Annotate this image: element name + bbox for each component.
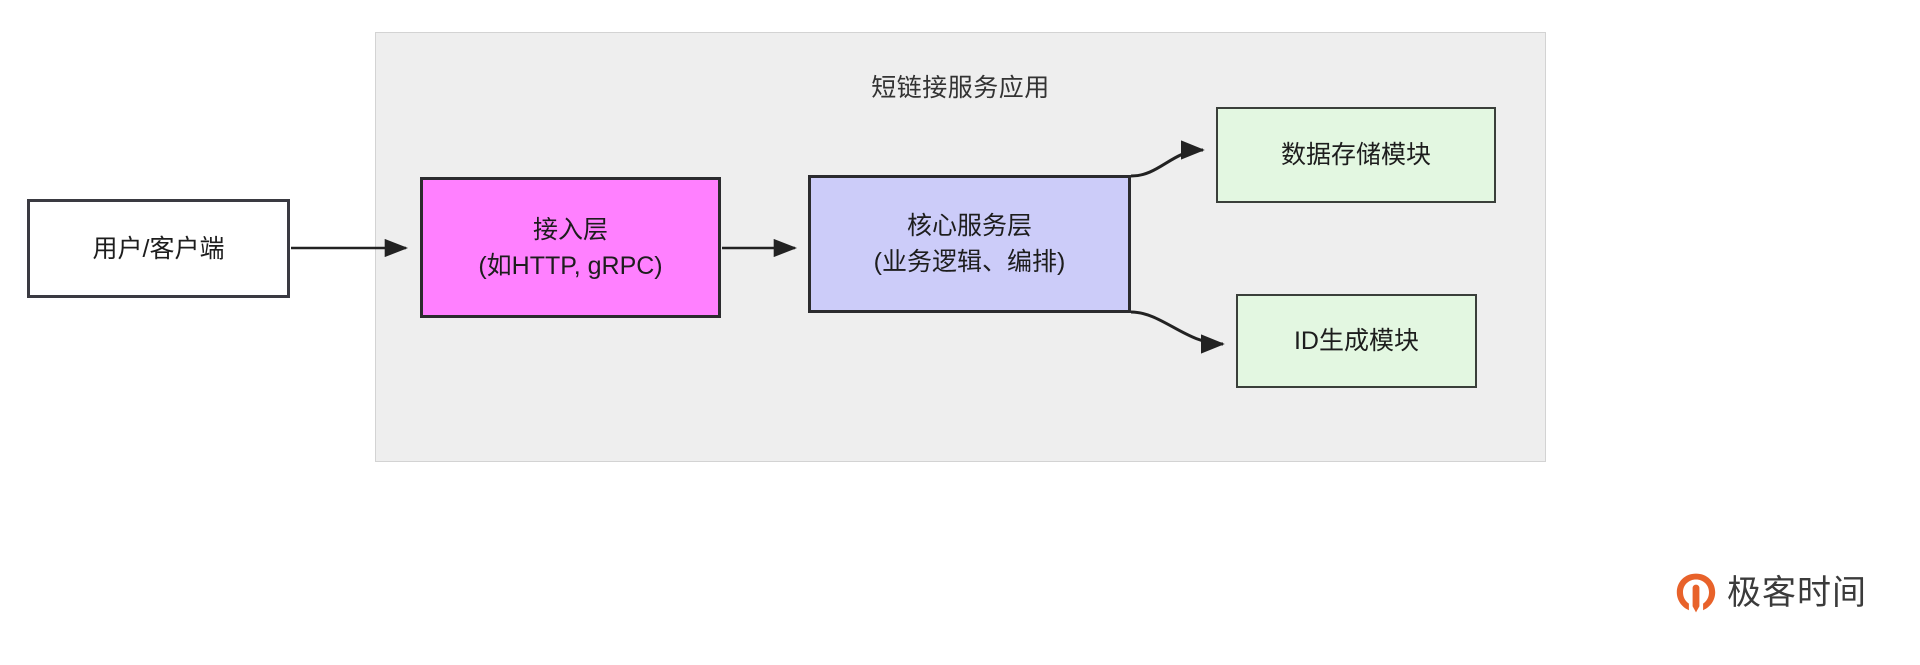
node-access-layer[interactable]: 接入层 (如HTTP, gRPC) [420, 177, 721, 318]
node-access-layer-sublabel: (如HTTP, gRPC) [478, 251, 663, 280]
node-core-service-layer[interactable]: 核心服务层 (业务逻辑、编排) [808, 175, 1131, 313]
brand-watermark: 极客时间 [1674, 571, 1867, 615]
node-user-client[interactable]: 用户/客户端 [27, 199, 290, 298]
node-access-layer-label: 接入层 [532, 215, 608, 244]
node-core-service-layer-sublabel: (业务逻辑、编排) [873, 248, 1066, 276]
node-core-service-layer-label: 核心服务层 [906, 212, 1032, 240]
app-container-title: 短链接服务应用 [871, 74, 1050, 102]
node-id-generation-module[interactable]: ID生成模块 [1236, 294, 1477, 388]
node-user-client-label: 用户/客户端 [92, 234, 225, 263]
node-id-generation-module-label: ID生成模块 [1293, 327, 1419, 355]
node-data-storage-module[interactable]: 数据存储模块 [1216, 107, 1496, 203]
brand-name: 极客时间 [1727, 574, 1867, 612]
node-data-storage-module-label: 数据存储模块 [1280, 141, 1431, 169]
geekbang-ring-icon [1676, 573, 1716, 613]
